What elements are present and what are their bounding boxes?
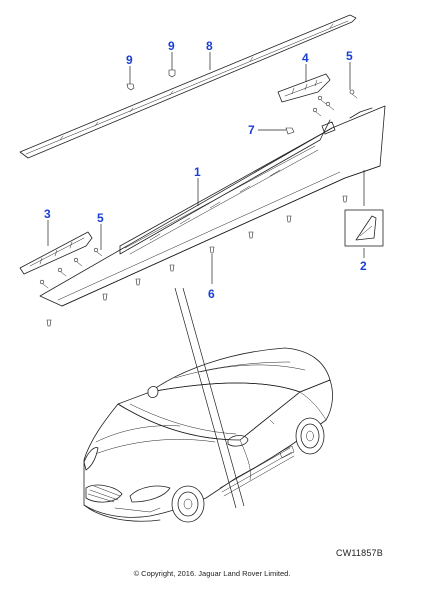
fasteners: [39, 69, 358, 327]
clip-7: [285, 127, 295, 135]
callout-9-right: 9: [168, 39, 175, 53]
callout-6: 6: [208, 287, 215, 301]
sill-panel: [39, 105, 386, 307]
copyright-notice: © Copyright, 2016. Jaguar Land Rover Lim…: [133, 569, 291, 578]
callout-2: 2: [360, 259, 367, 273]
callout-4: 4: [302, 51, 309, 65]
callout-5-front: 5: [97, 211, 104, 225]
screw-5-front: [93, 247, 103, 257]
leader-lines: [47, 52, 365, 509]
vehicle-illustration: [83, 347, 333, 523]
callout-8: 8: [206, 39, 213, 53]
rear-bracket: [277, 73, 331, 103]
upper-trim-strip: [19, 14, 357, 159]
callout-1: 1: [194, 165, 201, 179]
reference-code: CW11857B: [336, 548, 383, 558]
push-clips-lower-row: [46, 195, 348, 327]
screw-5-rear: [349, 89, 358, 99]
callout-9-left: 9: [126, 53, 133, 67]
clip-9-left: [126, 83, 135, 91]
detail-inset: [344, 209, 384, 247]
callout-3: 3: [44, 207, 51, 221]
callout-labels: 1 2 3 4 5 5 6 7 8 9 9: [44, 39, 367, 301]
callout-7: 7: [248, 123, 255, 137]
clip-9-right: [168, 69, 176, 78]
callout-5-rear: 5: [346, 49, 353, 63]
screws-front-row: [39, 257, 83, 289]
front-bracket: [19, 231, 93, 275]
screws-rear-row: [312, 95, 335, 117]
